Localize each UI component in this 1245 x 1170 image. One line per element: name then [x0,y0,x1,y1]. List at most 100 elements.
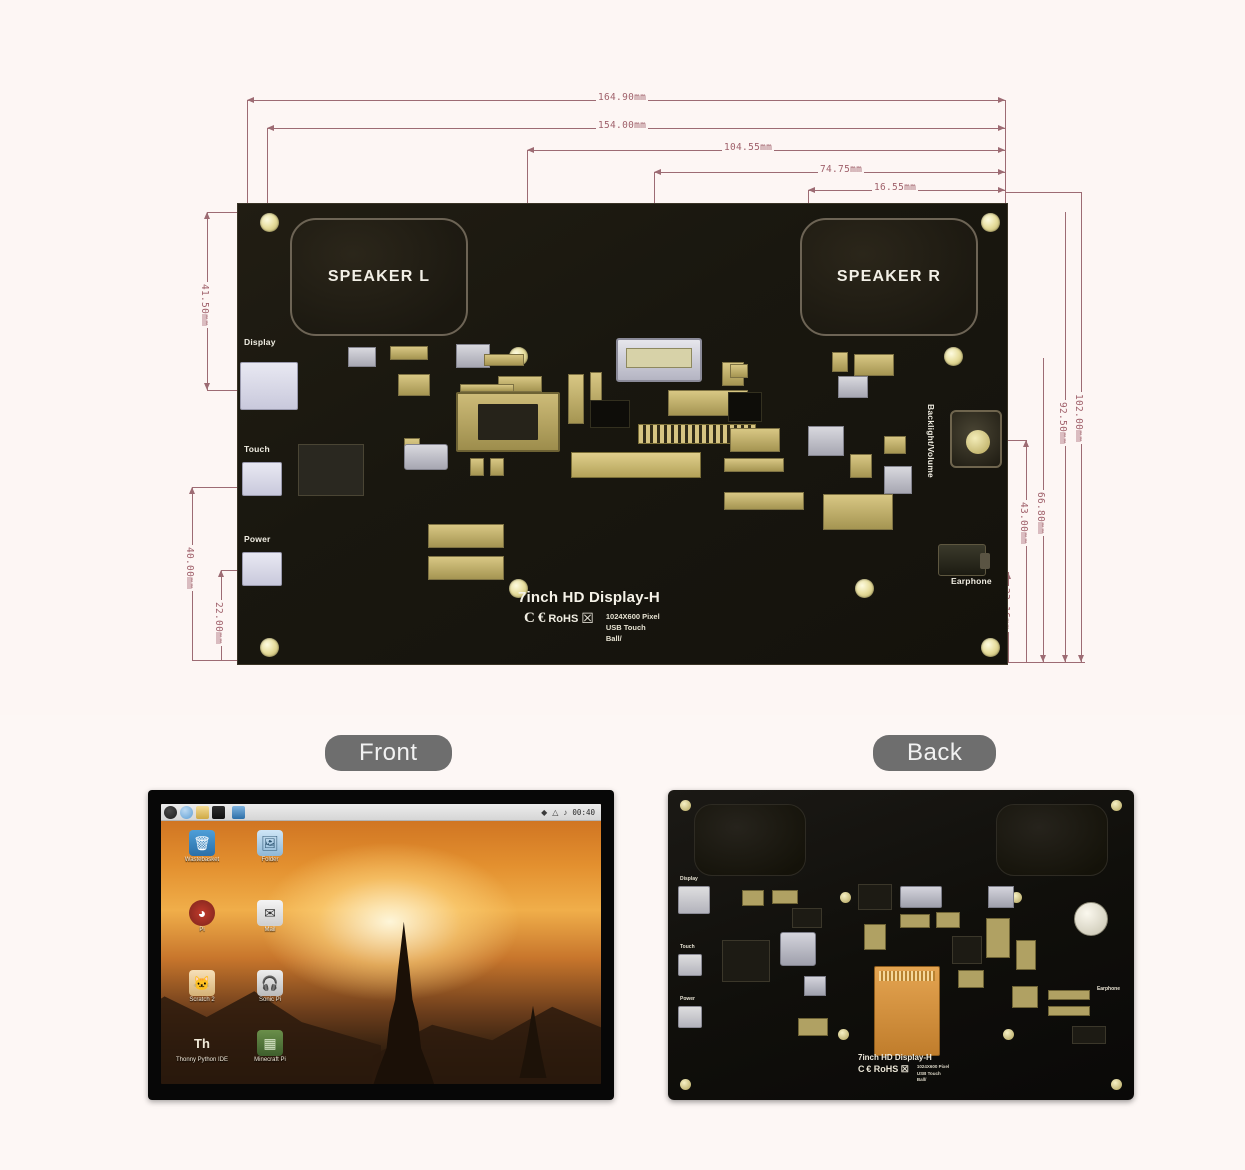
back-port-label-earphone: Earphone [1096,986,1120,992]
spec-extra: Ball/ [605,633,622,643]
desktop-icon-mail[interactable]: ✉ Mail [239,900,301,934]
raspberry-pi-desktop: ◆ △ ♪ 00:40 🗑 Wastebasket 🖼 Folder [161,804,601,1084]
dim-ext-41-t [207,212,265,213]
component-chip [490,458,504,476]
desktop-icon-scratch2[interactable]: 🐱 Scratch 2 [171,970,233,1004]
dim-arrow-left-164 [247,96,254,103]
earphone-jack [938,544,990,576]
component-chip [460,384,514,392]
dim-arrow-right-164 [998,96,1005,103]
dim-arrow-up-43 [1022,440,1029,447]
icon-glyph: 🐱 [193,974,211,991]
back-component [864,924,886,950]
minecraft-icon: ▦ [257,1030,283,1056]
component-chip [724,492,804,510]
dim-label-154: 154.00mm [596,120,649,131]
terminal-icon[interactable] [212,805,225,819]
desktop-icon-label: Folder [261,857,279,863]
back-component [958,970,984,988]
desktop-icon-pi[interactable]: ◕ Pi [171,900,233,934]
component-chip [884,466,912,494]
port-label-power: Power [244,534,271,544]
component-chip [850,454,872,478]
back-port-label-touch: Touch [680,944,695,950]
back-mounting-hole-cr [1011,892,1022,903]
spec-touch: USB Touch [605,622,646,632]
back-component [988,886,1014,908]
back-component [798,1018,828,1036]
component-chip [730,428,780,452]
back-hdmi-port [900,886,942,908]
desktop-icon-label: Scratch 2 [189,997,215,1003]
weee-bin-icon: ☒ [581,610,594,626]
desktop-icon-wastebasket[interactable]: 🗑 Wastebasket [171,830,233,864]
component-chip [390,346,428,360]
back-spec-lines: 1024X600 Pixel USB Touch Ball/ [917,1064,949,1084]
speaker-right-outline: SPEAKER R [800,218,978,336]
app-icon[interactable] [232,805,245,819]
dim-label-66: 66.80mm [1035,490,1046,537]
dim-label-104: 104.55mm [722,142,775,153]
dim-ext-164-r [1005,100,1006,210]
back-view-photo: Display Touch Power Earphone 7inch HD Di… [668,790,1134,1100]
component-chip [730,364,748,378]
desktop-taskbar[interactable]: ◆ △ ♪ 00:40 [161,804,601,821]
dim-ext-41-b [207,390,255,391]
rohs-mark-icon: RoHS [548,612,579,625]
back-component [804,976,826,996]
hdmi-connector [616,338,702,382]
component-chip [568,374,584,424]
mounting-hole-top-left [260,213,279,232]
dim-ext-154-l [267,128,268,220]
component-chip [854,354,894,376]
back-display-port [678,886,710,914]
icon-glyph: Th [194,1035,210,1051]
dim-arrow-down-66 [1039,655,1046,662]
dim-label-40: 40.00mm [184,545,195,592]
desktop-icon-minecraft[interactable]: ▦ Minecraft Pi [239,1030,301,1064]
mail-icon: ✉ [257,900,283,926]
dim-label-74: 74.75mm [818,164,865,175]
back-component [792,908,822,928]
technical-drawing: 164.90mm 154.00mm 104.55mm 74.75mm 16.55… [184,92,1085,665]
dim-arrow-up-22 [217,570,224,577]
raspberry-menu-icon[interactable] [164,805,177,819]
dim-base-line [985,662,1085,663]
wifi-icon[interactable]: △ [552,807,559,817]
back-mounting-hole-cl [840,892,851,903]
icon-glyph: ◕ [197,905,207,921]
dim-label-41: 41.50mm [199,282,210,329]
dim-arrow-left-16 [808,186,815,193]
back-component [986,918,1010,958]
pcb-board-front-view: SPEAKER L SPEAKER R Display Touch Power … [237,203,1008,665]
back-speaker-right [996,804,1108,876]
dim-arrow-left-74 [654,168,661,175]
back-mounting-hole-bl [680,1079,691,1090]
desktop-icon-sonicpi[interactable]: 🎧 Sonic Pi [239,970,301,1004]
front-view-badge: Front [325,735,452,771]
port-label-earphone: Earphone [951,576,992,586]
volume-icon[interactable]: ♪ [563,807,568,817]
desktop-icon-thonny[interactable]: Th Thonny Python IDE [171,1030,233,1064]
component-chip [823,494,893,530]
mounting-hole-top-right [981,213,1000,232]
clock-label: 00:40 [572,807,595,817]
bluetooth-icon[interactable]: ◆ [541,807,548,817]
dim-line-43 [1026,440,1027,662]
back-component [780,932,816,966]
dim-label-16: 16.55mm [872,182,919,193]
dim-arrow-left-154 [267,124,274,131]
desktop-icon-folder[interactable]: 🖼 Folder [239,830,301,864]
desktop-icon-label: Thonny Python IDE [175,1057,229,1063]
back-mounting-hole-br [1111,1079,1122,1090]
back-view-badge: Back [873,735,997,771]
back-component [772,890,798,904]
sonic-pi-icon: 🎧 [257,970,283,996]
globe-icon[interactable] [180,805,193,819]
folder-icon[interactable] [196,805,209,819]
component-chip [724,458,784,472]
back-mounting-hole-mr [1003,1029,1014,1040]
ce-mark-icon: C € [524,610,546,626]
speaker-left-label: SPEAKER L [327,268,431,285]
dim-ext-40-t [192,487,254,488]
